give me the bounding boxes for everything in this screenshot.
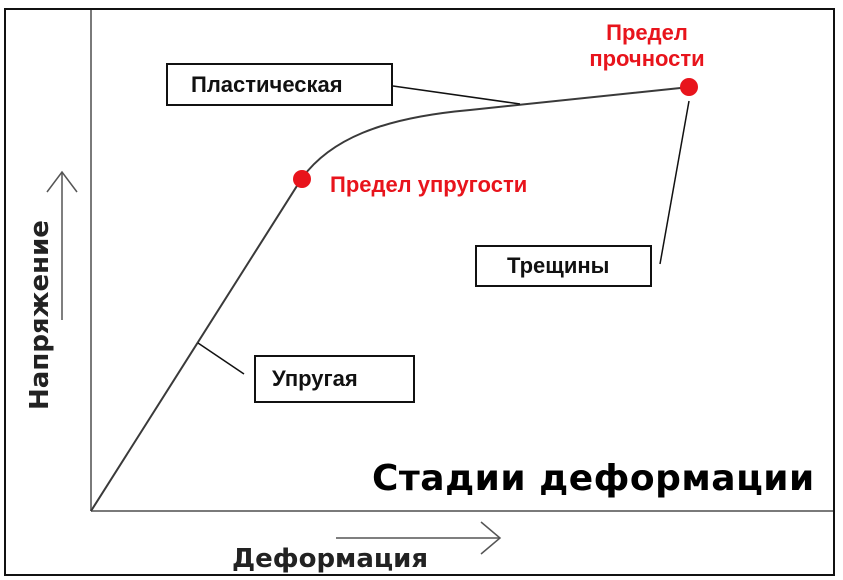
- plastic-stage-label: Пластическая: [166, 63, 393, 106]
- strength-limit-label-line2: прочности: [589, 46, 705, 71]
- strength-limit-label-line1: Предел: [606, 20, 688, 45]
- cracks-leader-line: [659, 100, 690, 265]
- x-direction-arrow: [336, 521, 502, 555]
- cracks-stage-label: Трещины: [475, 245, 652, 287]
- y-direction-arrow: [46, 170, 78, 320]
- diagram-title: Стадии деформации: [372, 458, 815, 499]
- strength-limit-point: [680, 78, 698, 96]
- elastic-stage-text: Упругая: [272, 366, 358, 391]
- cracks-stage-text: Трещины: [507, 253, 610, 278]
- elastic-limit-label: Предел упругости: [330, 172, 528, 197]
- y-axis-label: Напряжение: [25, 220, 55, 410]
- elastic-stage-label: Упругая: [254, 355, 415, 403]
- diagram-frame: [4, 8, 835, 576]
- x-axis-label: Деформация: [232, 544, 429, 574]
- plastic-stage-text: Пластическая: [191, 71, 343, 97]
- elastic-limit-point: [293, 170, 311, 188]
- elastic-leader-line: [197, 342, 245, 375]
- stress-strain-curve: [90, 86, 691, 512]
- strength-limit-label: Предел прочности: [552, 20, 742, 72]
- plastic-leader-line: [392, 85, 521, 105]
